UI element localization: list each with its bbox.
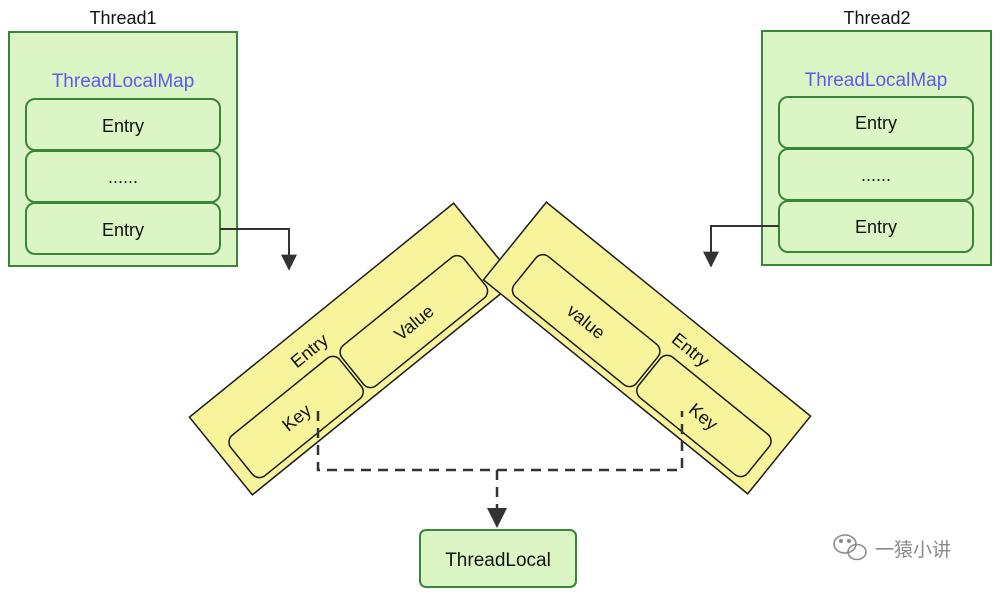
entry-left-value-box	[339, 254, 489, 389]
wechat-icon	[833, 534, 867, 561]
thread2-entry-row-1-label: Entry	[855, 113, 897, 133]
thread2-group: Thread2 ThreadLocalMap Entry ...... Entr…	[761, 8, 992, 266]
thread2-title: Thread2	[843, 8, 910, 28]
thread2-entry-row-3-label: Entry	[855, 217, 897, 237]
entry-panel-left: Entry Key Value	[188, 202, 518, 496]
thread1-entry-row-3-label: Entry	[102, 220, 144, 240]
thread2-to-entry-arrow	[703, 225, 779, 268]
thread1-threadlocalmap-label: ThreadLocalMap	[52, 71, 195, 92]
threadlocal-box	[419, 529, 577, 588]
thread1-entry-row-2-label: ......	[108, 167, 138, 187]
keys-to-threadlocal-dashed-connector	[316, 411, 684, 472]
thread1-entry-row-1-label: Entry	[102, 116, 144, 136]
thread1-group: Thread1 ThreadLocalMap Entry ...... Entr…	[8, 8, 238, 267]
watermark-text: 一猿小讲	[875, 539, 951, 561]
thread2-threadlocalmap-label: ThreadLocalMap	[805, 70, 948, 91]
entry-right-key-box	[636, 354, 772, 478]
thread2-entry-row-2-label: ......	[861, 165, 891, 185]
entry-left-key-box	[228, 355, 364, 479]
entry-right-value-box	[511, 253, 661, 388]
thread1-to-entry-arrow	[220, 228, 297, 271]
entry-panel-right: Entry value Key	[482, 201, 812, 495]
threadlocal-label: ThreadLocal	[445, 550, 551, 571]
thread1-title: Thread1	[89, 8, 156, 28]
